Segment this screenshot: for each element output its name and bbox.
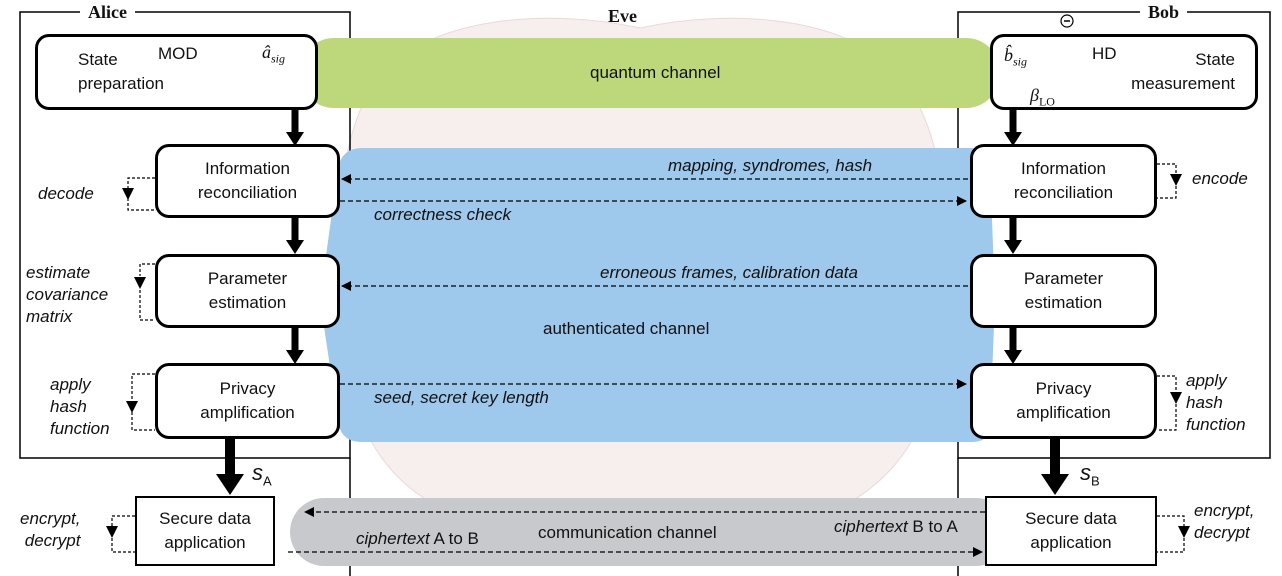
mod-label: MOD <box>158 44 198 63</box>
bob-secure-data-box: Secure data application <box>985 496 1157 566</box>
alice-parameter-estimation-box: Parameter estimation <box>155 254 340 328</box>
secure-app-line2: application <box>164 533 246 552</box>
bob-privacy-amp-line1: Privacy <box>1035 379 1092 398</box>
bob-signal-label: b̂sig <box>1004 45 1028 69</box>
correctness-message: correctness check <box>374 205 511 224</box>
alice-info-reconciliation-box: Information reconciliation <box>155 144 340 218</box>
ciphertext-b-to-a: ciphertext B to A <box>834 517 958 536</box>
secure-app-line1: Secure data <box>159 509 251 528</box>
alice-secure-data-box: Secure data application <box>135 496 275 566</box>
authenticated-channel-label: authenticated channel <box>543 319 710 338</box>
state-meas-line1: State <box>1195 50 1235 69</box>
bob-title: Bob <box>1140 2 1188 23</box>
bob-privacy-amplification-box: Privacy amplification <box>970 363 1157 439</box>
bob-info-rec-line1: Information <box>1020 159 1107 178</box>
state-meas-line2: measurement <box>1131 74 1235 93</box>
bob-info-rec-line2: reconciliation <box>1013 183 1114 202</box>
bob-state-measurement-box: State measurement <box>990 34 1258 110</box>
alice-privacy-amplification-box: Privacy amplification <box>155 363 340 439</box>
bob-encrypt-note: encrypt,decrypt <box>1194 501 1255 542</box>
state-prep-line2: preparation <box>78 74 165 93</box>
quantum-channel-label: quantum channel <box>590 63 721 82</box>
mapping-message: mapping, syndromes, hash <box>668 156 873 175</box>
eve-title: Eve <box>608 6 637 26</box>
erroneous-message: erroneous frames, calibration data <box>600 263 858 282</box>
bob-privacy-amp-line2: amplification <box>1016 403 1111 422</box>
communication-channel-band <box>290 498 1010 566</box>
quantum-channel-band <box>300 38 1000 108</box>
bob-side-loops <box>1157 163 1185 553</box>
message-arrows <box>288 174 985 557</box>
hd-label: HD <box>1092 44 1117 63</box>
info-rec-line1: Information <box>204 159 291 178</box>
privacy-amp-line1: Privacy <box>219 379 276 398</box>
bob-key-label: sB <box>1080 460 1100 489</box>
bob-parameter-estimation-box: Parameter estimation <box>970 254 1157 328</box>
communication-channel-label: communication channel <box>538 523 717 542</box>
alice-signal-label: âsig <box>262 42 286 66</box>
privacy-amp-line2: amplification <box>200 403 295 422</box>
flow-arrows <box>216 106 1069 495</box>
bob-param-est-line2: estimation <box>1024 293 1103 312</box>
info-rec-line2: reconciliation <box>197 183 298 202</box>
seed-message: seed, secret key length <box>374 388 549 407</box>
param-est-line1: Parameter <box>207 269 288 288</box>
bob-secure-app-line2: application <box>1030 533 1112 552</box>
bob-secure-app-line1: Secure data <box>1025 509 1117 528</box>
state-prep-line1: State <box>78 50 118 69</box>
alice-key-label: sA <box>252 460 272 489</box>
alice-title: Alice <box>80 2 135 23</box>
bob-encode-note: encode <box>1192 169 1248 188</box>
alice-decode-note: decode <box>38 184 94 203</box>
authenticated-channel-band <box>320 148 995 442</box>
bob-param-est-line1: Parameter <box>1023 269 1104 288</box>
bob-info-reconciliation-box: Information reconciliation <box>970 144 1157 218</box>
lo-label: βLO <box>1030 85 1055 109</box>
alice-state-preparation-box: State preparation <box>35 34 318 110</box>
alice-encrypt-note: encrypt,decrypt <box>20 509 81 550</box>
ciphertext-a-to-b: ciphertext A to B <box>356 529 479 548</box>
param-est-line2: estimation <box>208 293 287 312</box>
alice-side-loops <box>111 177 155 553</box>
